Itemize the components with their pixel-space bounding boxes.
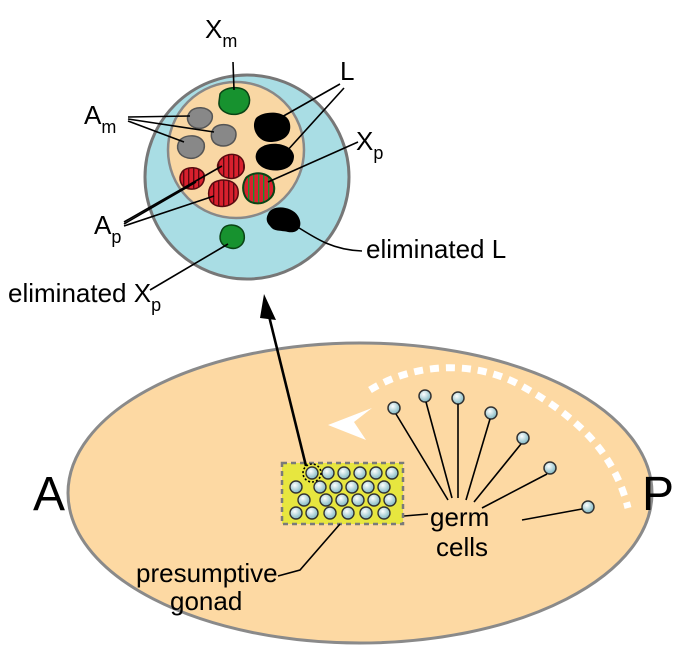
label-xm: Xm bbox=[205, 14, 237, 51]
label-xp: Xp bbox=[356, 126, 383, 163]
chromosome-l-1 bbox=[253, 112, 291, 142]
label-gonad-line1: presumptive bbox=[136, 558, 278, 588]
zoom-arrow bbox=[266, 311, 308, 467]
chromosome-ap-1 bbox=[216, 153, 245, 180]
gonad-germ-cell bbox=[385, 466, 399, 480]
chromosome-am-2 bbox=[210, 123, 237, 147]
gonad-germ-cell bbox=[383, 493, 397, 507]
chromosome-xm bbox=[218, 86, 251, 116]
gonad-germ-cell bbox=[337, 466, 351, 480]
chromosome-l-2 bbox=[255, 143, 294, 171]
gonad-germ-cell bbox=[313, 480, 327, 494]
cell-leaders bbox=[123, 61, 363, 291]
eliminated-xp-chromosome bbox=[219, 224, 246, 250]
label-l: L bbox=[340, 56, 354, 86]
label-gonad-line2: gonad bbox=[170, 586, 242, 616]
gonad-germ-cell bbox=[345, 480, 359, 494]
gonad-germ-cell bbox=[289, 480, 303, 494]
gonad-germ-cell bbox=[305, 506, 319, 520]
germ-cell-leaders bbox=[395, 401, 583, 521]
selected-cell-marker bbox=[302, 463, 322, 483]
label-am: Am bbox=[84, 100, 116, 137]
gonad-germ-cells bbox=[289, 466, 399, 520]
gonad-germ-cell bbox=[329, 480, 343, 494]
label-eliminated-xp: eliminated Xp bbox=[8, 278, 161, 315]
gonad-germ-cell bbox=[369, 466, 383, 480]
gonad-germ-cell bbox=[367, 493, 381, 507]
label-ap: Ap bbox=[94, 210, 121, 247]
migration-arrowhead bbox=[328, 408, 372, 440]
label-posterior: P bbox=[642, 468, 674, 521]
label-eliminated-l: eliminated L bbox=[366, 234, 506, 264]
gonad-germ-cell bbox=[305, 466, 319, 480]
label-germ-cells-line1: germ bbox=[430, 502, 489, 532]
gonad-germ-cell bbox=[319, 493, 333, 507]
migrating-germ-cells bbox=[387, 389, 595, 514]
gonad-leader bbox=[277, 523, 341, 577]
gonad-germ-cell bbox=[297, 493, 311, 507]
gonad-germ-cell bbox=[323, 506, 337, 520]
zoom-arrowhead bbox=[260, 294, 276, 320]
gonad-germ-cell bbox=[361, 480, 375, 494]
chromosome-xp bbox=[242, 172, 276, 205]
eliminated-l-chromosome bbox=[266, 207, 301, 233]
label-germ-cells-line2: cells bbox=[436, 532, 488, 562]
chromosome-am-1 bbox=[186, 107, 214, 130]
gonad-germ-cell bbox=[341, 506, 355, 520]
gonad-germ-cell bbox=[359, 506, 373, 520]
label-anterior: A bbox=[33, 468, 65, 521]
chromosome-am-3 bbox=[176, 135, 206, 160]
chromosome-ap-2 bbox=[179, 167, 206, 190]
gonad-germ-cell bbox=[377, 506, 391, 520]
gonad-germ-cell bbox=[321, 466, 335, 480]
gonad-germ-cell bbox=[289, 506, 303, 520]
gonad-germ-cell bbox=[353, 466, 367, 480]
gonad-germ-cell bbox=[351, 493, 365, 507]
gonad-germ-cell bbox=[335, 493, 349, 507]
migration-path bbox=[368, 364, 632, 509]
chromosome-ap-3 bbox=[207, 179, 239, 208]
gonad-germ-cell bbox=[377, 480, 391, 494]
